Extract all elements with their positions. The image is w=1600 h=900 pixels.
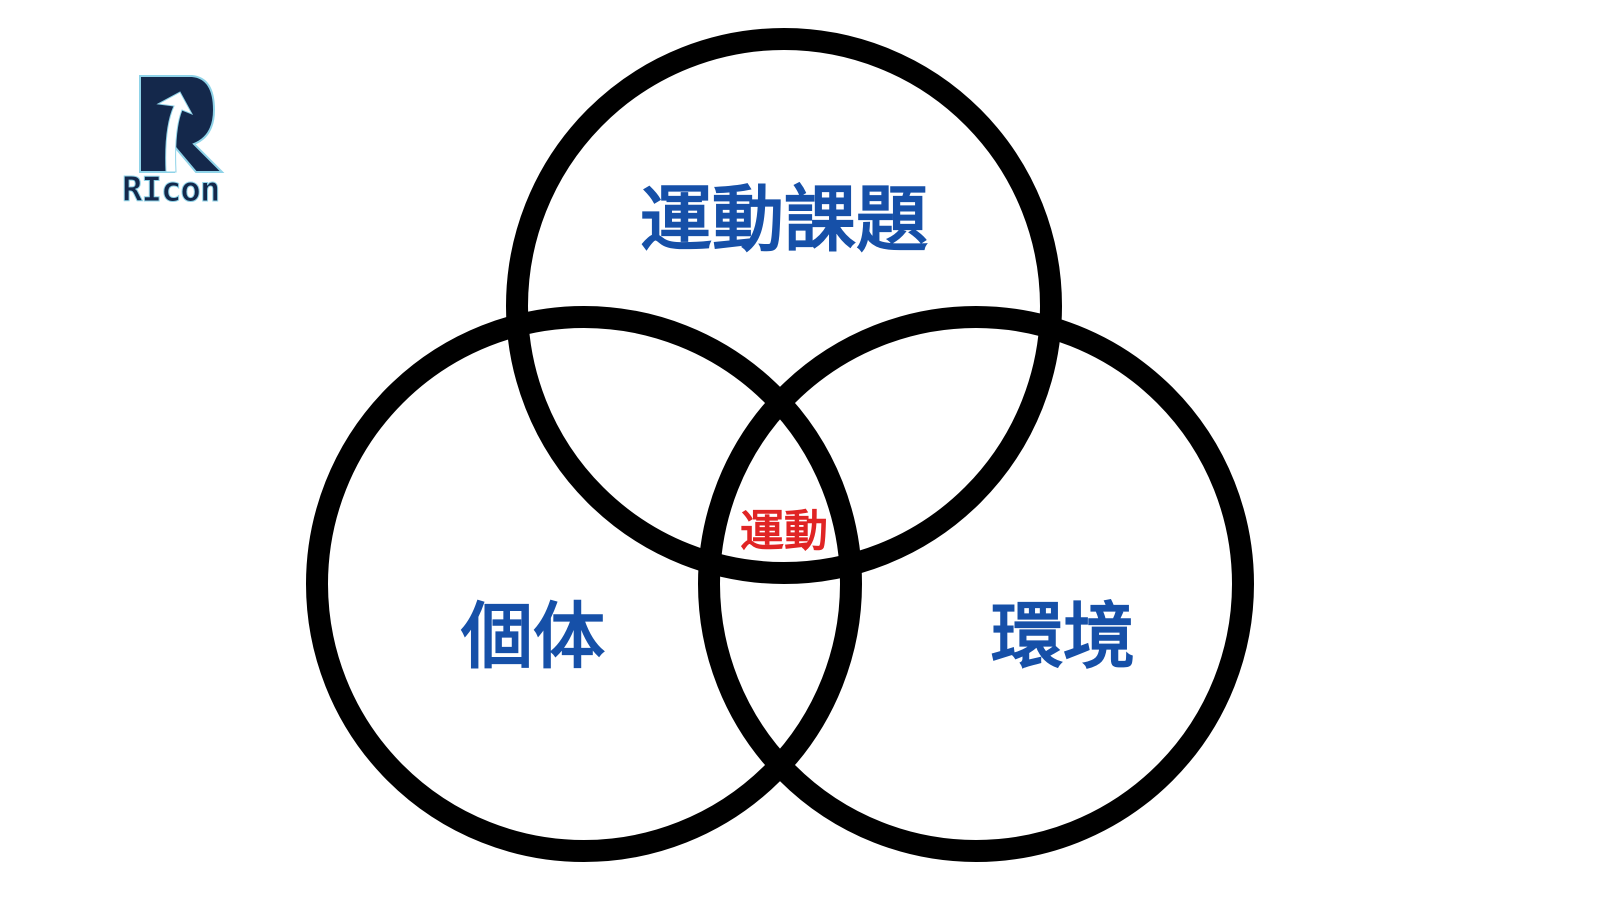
label-environment: 環境	[990, 594, 1136, 679]
logo-text: RIcon	[121, 170, 220, 211]
logo-mark	[139, 75, 225, 173]
label-task: 運動課題	[639, 177, 929, 262]
label-individual: 個体	[460, 594, 606, 679]
label-movement: 運動	[740, 506, 828, 557]
circle-left	[306, 306, 862, 862]
circle-top	[506, 28, 1062, 584]
circle-right	[698, 306, 1254, 862]
